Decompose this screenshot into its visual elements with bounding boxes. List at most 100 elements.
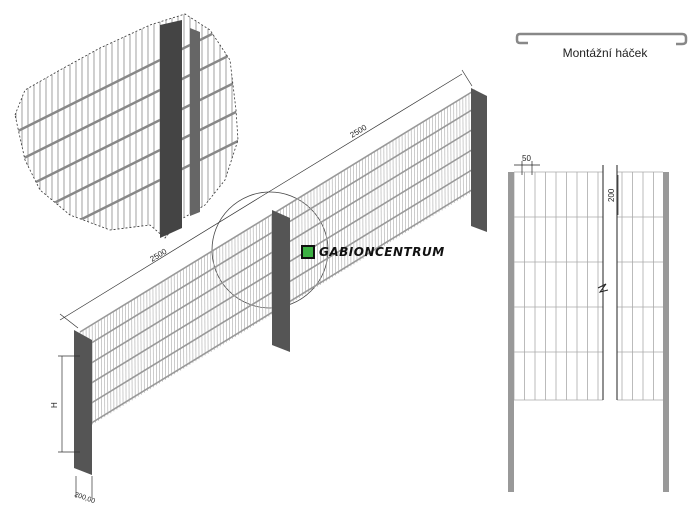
- mesh-wire: [91, 324, 93, 425]
- mesh-wire: [198, 259, 200, 360]
- mesh-wire: [310, 190, 312, 291]
- mesh-wire: [149, 289, 151, 390]
- break-symbol: [597, 283, 609, 293]
- mesh-wire: [246, 229, 248, 330]
- mesh-wire: [225, 242, 227, 343]
- mesh-wire: [113, 311, 115, 412]
- mesh-wire: [265, 218, 267, 319]
- elevation-dims: [514, 161, 619, 215]
- mesh-wire: [298, 197, 300, 298]
- mesh-wire: [401, 134, 403, 235]
- hook-label: Montážní háček: [562, 46, 648, 60]
- mesh-wire: [337, 173, 340, 274]
- dimension-lines: [58, 69, 473, 498]
- mesh-wire: [410, 129, 412, 230]
- mesh-wire: [183, 268, 185, 369]
- mesh-wire: [350, 166, 352, 267]
- mesh-wire: [423, 121, 425, 222]
- mesh-wire: [356, 162, 358, 263]
- mesh-wire: [322, 183, 324, 284]
- mesh-wire: [222, 244, 224, 345]
- mesh-wire: [219, 246, 221, 347]
- mesh-wire: [252, 225, 254, 326]
- mesh-wire: [110, 313, 112, 414]
- mesh-wire: [140, 294, 142, 395]
- mesh-wire: [435, 114, 437, 215]
- mesh-wire: [426, 119, 428, 220]
- mesh-wire: [204, 255, 206, 356]
- mesh-wire: [161, 281, 163, 382]
- mesh-wire: [216, 248, 218, 349]
- mesh-wire: [176, 272, 179, 373]
- mesh-wire: [404, 132, 406, 233]
- mesh-wire: [432, 116, 434, 217]
- dim-post-label: 200,00: [73, 491, 96, 505]
- mesh-wire: [186, 266, 188, 367]
- mesh-wire: [94, 322, 96, 423]
- mesh-wire: [368, 155, 370, 256]
- mesh-wire: [258, 222, 261, 323]
- mesh-wire: [450, 104, 452, 205]
- mesh-wire: [447, 106, 449, 207]
- detail-inset: [14, 13, 239, 239]
- mesh-wire: [413, 127, 416, 228]
- mesh-wire: [295, 199, 297, 300]
- mesh-wire: [97, 320, 100, 421]
- mesh-rail: [79, 89, 476, 333]
- mesh-wire: [228, 240, 230, 341]
- mesh-wire: [231, 238, 233, 339]
- dim-spacing-label: 50: [522, 154, 531, 163]
- mesh-wire: [441, 110, 443, 211]
- dim-left-label: 2500: [148, 247, 168, 264]
- mesh-wire: [255, 224, 258, 325]
- inset-post: [160, 20, 182, 238]
- mesh-wire: [143, 292, 145, 393]
- mesh-wire: [116, 309, 118, 410]
- mesh-wire: [195, 261, 197, 362]
- mesh-wire: [237, 235, 239, 336]
- mesh-wire: [359, 160, 361, 261]
- mesh-wire: [459, 99, 461, 200]
- mesh-wire: [243, 231, 245, 332]
- post-right: [471, 88, 487, 232]
- mesh-wire: [249, 227, 251, 328]
- mesh-wire: [167, 278, 169, 379]
- mesh-wire: [164, 279, 166, 380]
- mesh-wire: [125, 304, 127, 405]
- mesh-wire: [240, 233, 242, 334]
- mesh-wire: [325, 181, 327, 282]
- mesh-wire: [158, 283, 160, 384]
- mesh-wire: [292, 201, 294, 302]
- brand-logo: GABIONCENTRUM: [301, 245, 445, 259]
- mesh-wire: [119, 307, 121, 408]
- mesh-wire: [192, 263, 194, 364]
- mesh-wire: [331, 177, 333, 278]
- mesh-wire: [386, 143, 388, 244]
- mesh-wire: [307, 192, 309, 293]
- mesh-wire: [462, 97, 464, 198]
- fence-panel: [79, 89, 476, 433]
- elevation-view: [513, 165, 663, 401]
- mesh-wire: [100, 318, 103, 419]
- mesh-wire: [468, 93, 470, 194]
- mesh-wire: [179, 270, 182, 371]
- mesh-wire: [155, 285, 157, 386]
- mounting-hook: [515, 32, 688, 46]
- mesh-wire: [438, 112, 440, 213]
- mesh-wire: [201, 257, 203, 358]
- mesh-wire: [173, 274, 175, 375]
- mesh-wire: [420, 123, 422, 224]
- mesh-wire: [262, 220, 264, 321]
- mesh-wire: [189, 264, 191, 365]
- mesh-wire: [465, 95, 467, 196]
- mesh-wire: [371, 153, 373, 254]
- mesh-wire: [416, 125, 419, 226]
- mesh-wire: [234, 237, 236, 338]
- mesh-wire: [398, 136, 400, 237]
- mesh-wire: [213, 250, 215, 351]
- elevation-post-left: [508, 172, 514, 492]
- mesh-wire: [146, 291, 148, 392]
- mesh-wire: [152, 287, 154, 388]
